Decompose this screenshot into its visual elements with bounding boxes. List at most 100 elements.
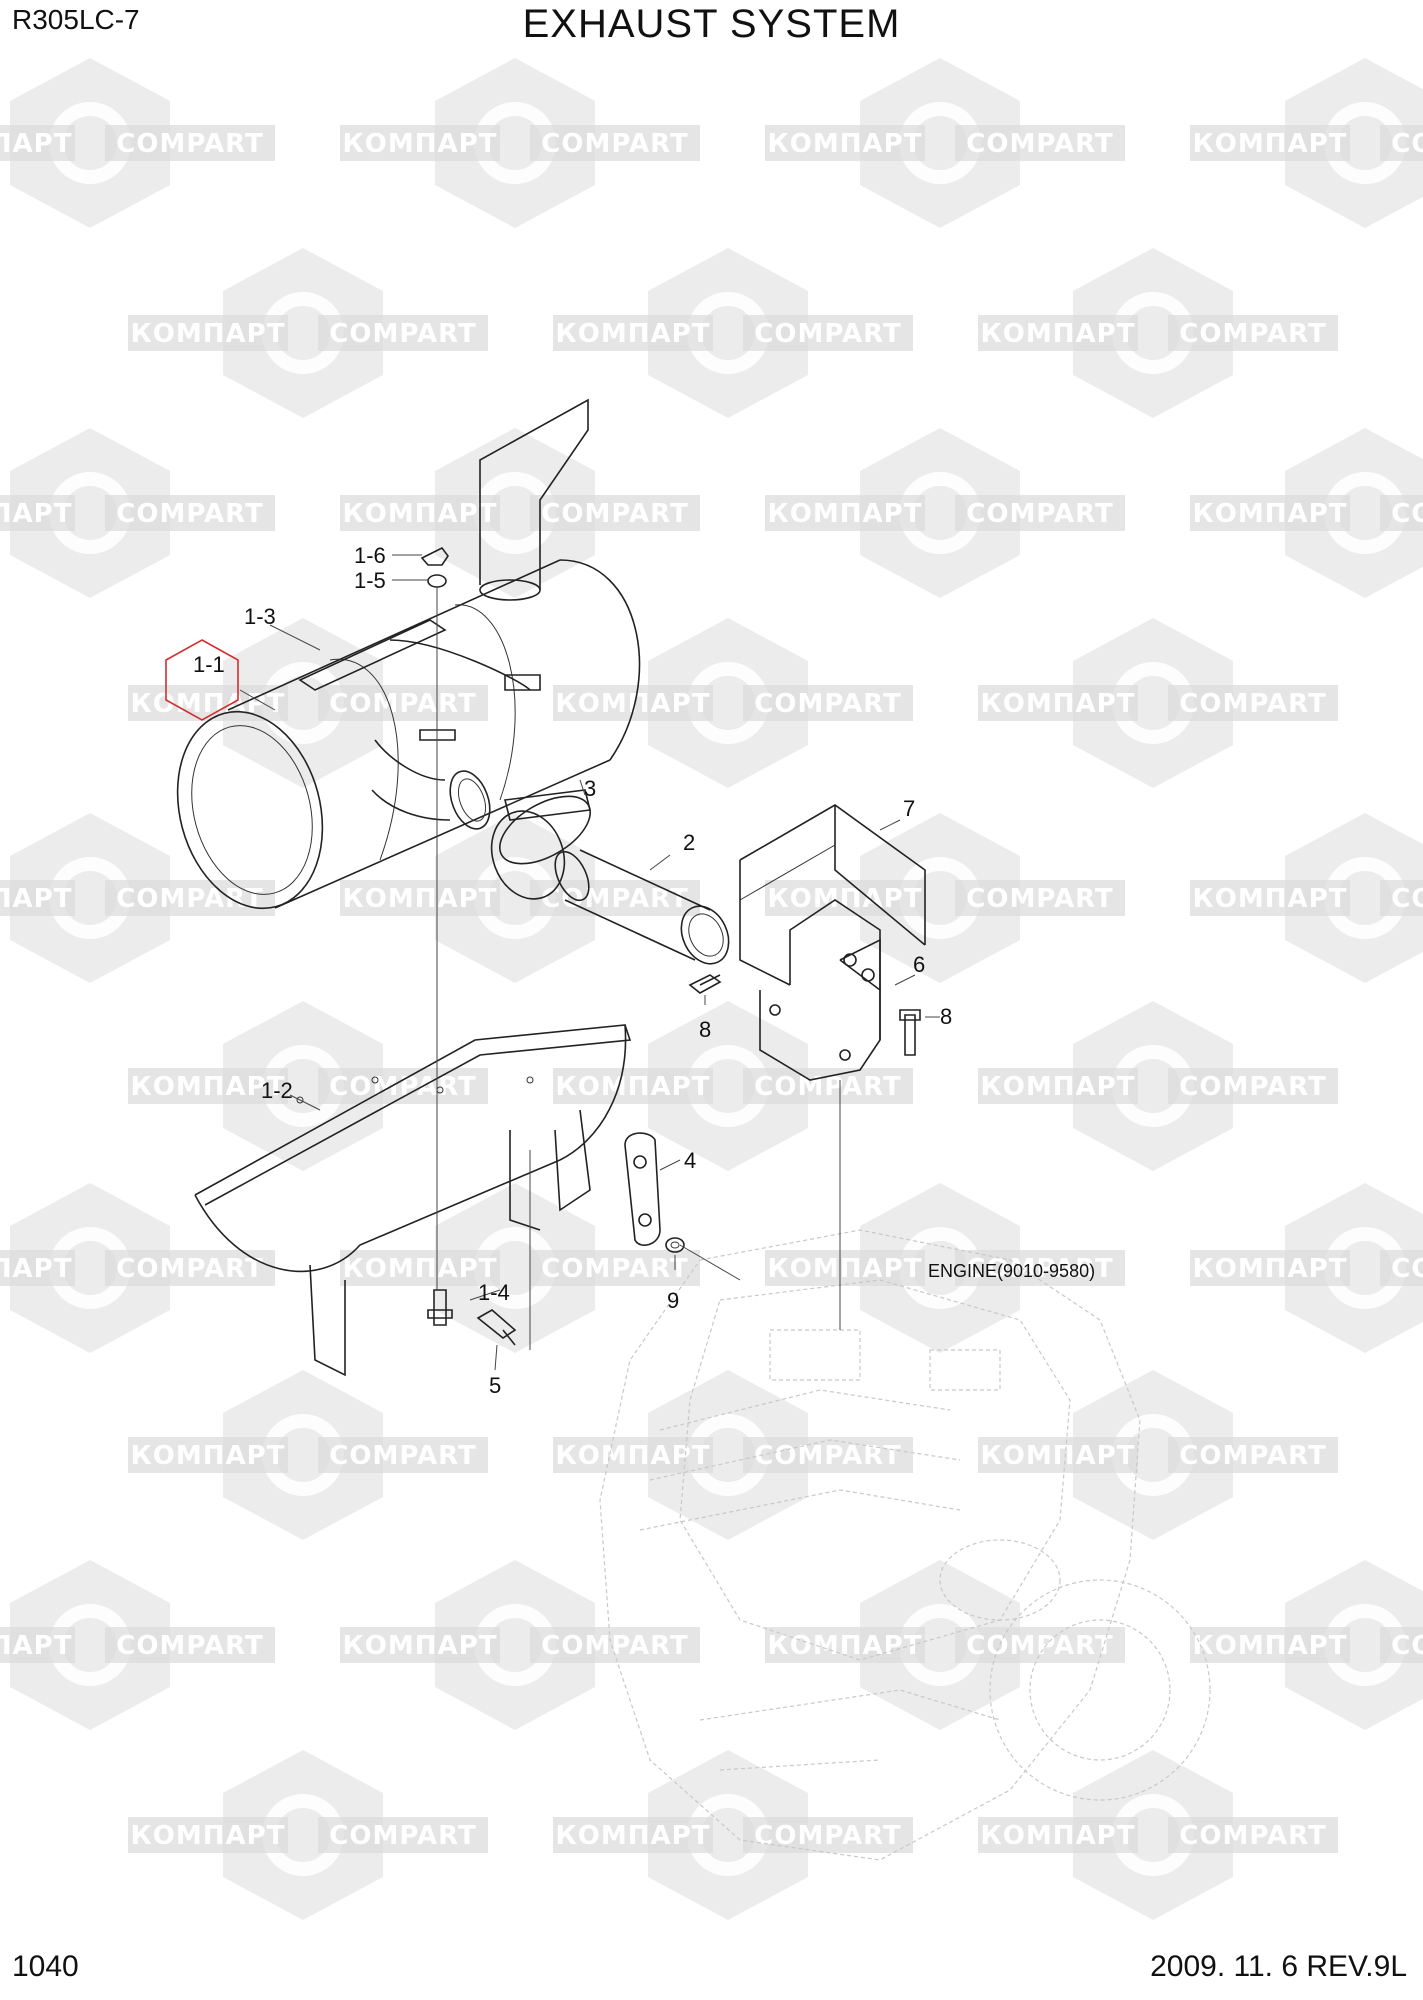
- page-title: EXHAUST SYSTEM: [522, 2, 901, 46]
- watermark-text-latin: COMPART: [966, 884, 1113, 914]
- watermark-text-latin: COMPART: [966, 129, 1113, 159]
- watermark-text-cyrillic: КОМПАРТ: [768, 1631, 923, 1661]
- watermark-text-latin: COMPART: [1391, 884, 1423, 914]
- callout-3[interactable]: 3: [584, 776, 596, 801]
- watermark-text-latin: COMPART: [1179, 1441, 1326, 1471]
- watermark-tile: КОМПАРТ COMPART: [978, 1370, 1338, 1540]
- watermark-text-cyrillic: КОМПАРТ: [343, 884, 498, 914]
- watermark-text-latin: COMPART: [329, 689, 476, 719]
- callout-1-6[interactable]: 1-6: [354, 543, 386, 568]
- heat-cover: [739, 804, 926, 990]
- watermark-tile: КОМПАРТ COMPART: [340, 1183, 700, 1353]
- callout-1-2[interactable]: 1-2: [261, 1078, 293, 1103]
- callout-1-1[interactable]: 1-1: [193, 652, 225, 677]
- watermark-tile: КОМПАРТ COMPART: [0, 813, 275, 983]
- watermark-text-latin: COMPART: [116, 499, 263, 529]
- watermark-text-cyrillic: КОМПАРТ: [131, 1441, 286, 1471]
- watermark-text-cyrillic: КОМПАРТ: [0, 884, 72, 914]
- washer-1-5: [427, 574, 447, 588]
- callout-engine[interactable]: ENGINE(9010-9580): [928, 1261, 1095, 1281]
- watermark-text-cyrillic: КОМПАРТ: [768, 1254, 923, 1284]
- callout-7[interactable]: 7: [903, 796, 915, 821]
- watermark-text-latin: COMPART: [541, 1254, 688, 1284]
- watermark-tile: КОМПАРТ COMPART: [765, 58, 1125, 228]
- watermark-text-cyrillic: КОМПАРТ: [556, 319, 711, 349]
- watermark-text-cyrillic: КОМПАРТ: [0, 1631, 72, 1661]
- watermark-text-cyrillic: КОМПАРТ: [1193, 1254, 1348, 1284]
- muffler: [176, 398, 641, 910]
- watermark-text-latin: COMPART: [541, 129, 688, 159]
- callout-1-3[interactable]: 1-3: [244, 604, 276, 629]
- watermark-text-cyrillic: КОМПАРТ: [556, 1441, 711, 1471]
- watermark-text-cyrillic: КОМПАРТ: [1193, 499, 1348, 529]
- callout-4[interactable]: 4: [684, 1148, 696, 1173]
- watermark-text-cyrillic: КОМПАРТ: [131, 1072, 286, 1102]
- callout-8-right[interactable]: 8: [940, 1004, 952, 1029]
- muffler-base: [194, 1024, 632, 1377]
- watermark-text-latin: COMPART: [329, 319, 476, 349]
- mounting-plate: [624, 1132, 661, 1246]
- watermark-text-cyrillic: КОМПАРТ: [768, 129, 923, 159]
- watermark-text-latin: COMPART: [966, 499, 1113, 529]
- callout-1-5[interactable]: 1-5: [354, 568, 386, 593]
- watermark-text-latin: COMPART: [541, 1631, 688, 1661]
- watermark-text-latin: COMPART: [329, 1821, 476, 1851]
- pipe-clamp: [490, 789, 592, 900]
- watermark-text-cyrillic: КОМПАРТ: [556, 1072, 711, 1102]
- watermark-text-cyrillic: КОМПАРТ: [131, 319, 286, 349]
- watermark-text-cyrillic: КОМПАРТ: [0, 129, 72, 159]
- watermark-tile: КОМПАРТ COMPART: [553, 248, 913, 418]
- callout-8-left[interactable]: 8: [699, 1017, 711, 1042]
- callout-2[interactable]: 2: [683, 830, 695, 855]
- watermark-text-latin: COMPART: [754, 319, 901, 349]
- support-bracket: [759, 938, 881, 1081]
- watermark-tile: КОМПАРТ COMPART: [128, 248, 488, 418]
- watermark-tile: КОМПАРТ COMPART: [340, 58, 700, 228]
- watermark-tile: КОМПАРТ COMPART: [765, 813, 1125, 983]
- bolt-1-4: [427, 1289, 453, 1326]
- washer-9: [665, 1237, 685, 1253]
- watermark-text-cyrillic: КОМПАРТ: [1193, 884, 1348, 914]
- watermark-text-cyrillic: КОМПАРТ: [981, 1441, 1136, 1471]
- watermark-text-cyrillic: КОМПАРТ: [343, 1254, 498, 1284]
- watermark-text-cyrillic: КОМПАРТ: [343, 129, 498, 159]
- watermark-text-cyrillic: КОМПАРТ: [0, 1254, 72, 1284]
- watermark-text-cyrillic: КОМПАРТ: [343, 499, 498, 529]
- selected-part-highlight: [165, 639, 239, 721]
- watermark-text-latin: COMPART: [116, 884, 263, 914]
- model-code: R305LC-7: [12, 4, 140, 35]
- watermark-text-cyrillic: КОМПАРТ: [768, 884, 923, 914]
- watermark-text-latin: COMPART: [966, 1631, 1113, 1661]
- watermark-text-cyrillic: КОМПАРТ: [556, 1821, 711, 1851]
- nut-1-6: [420, 546, 449, 566]
- watermark-text-cyrillic: КОМПАРТ: [981, 1821, 1136, 1851]
- callout-5[interactable]: 5: [489, 1373, 501, 1398]
- callout-9[interactable]: 9: [667, 1288, 679, 1313]
- watermark-text-latin: COMPART: [1391, 129, 1423, 159]
- callout-6[interactable]: 6: [913, 952, 925, 977]
- callout-1-4[interactable]: 1-4: [478, 1280, 510, 1305]
- watermark-tile: КОМПАРТ COMPART: [1190, 813, 1423, 983]
